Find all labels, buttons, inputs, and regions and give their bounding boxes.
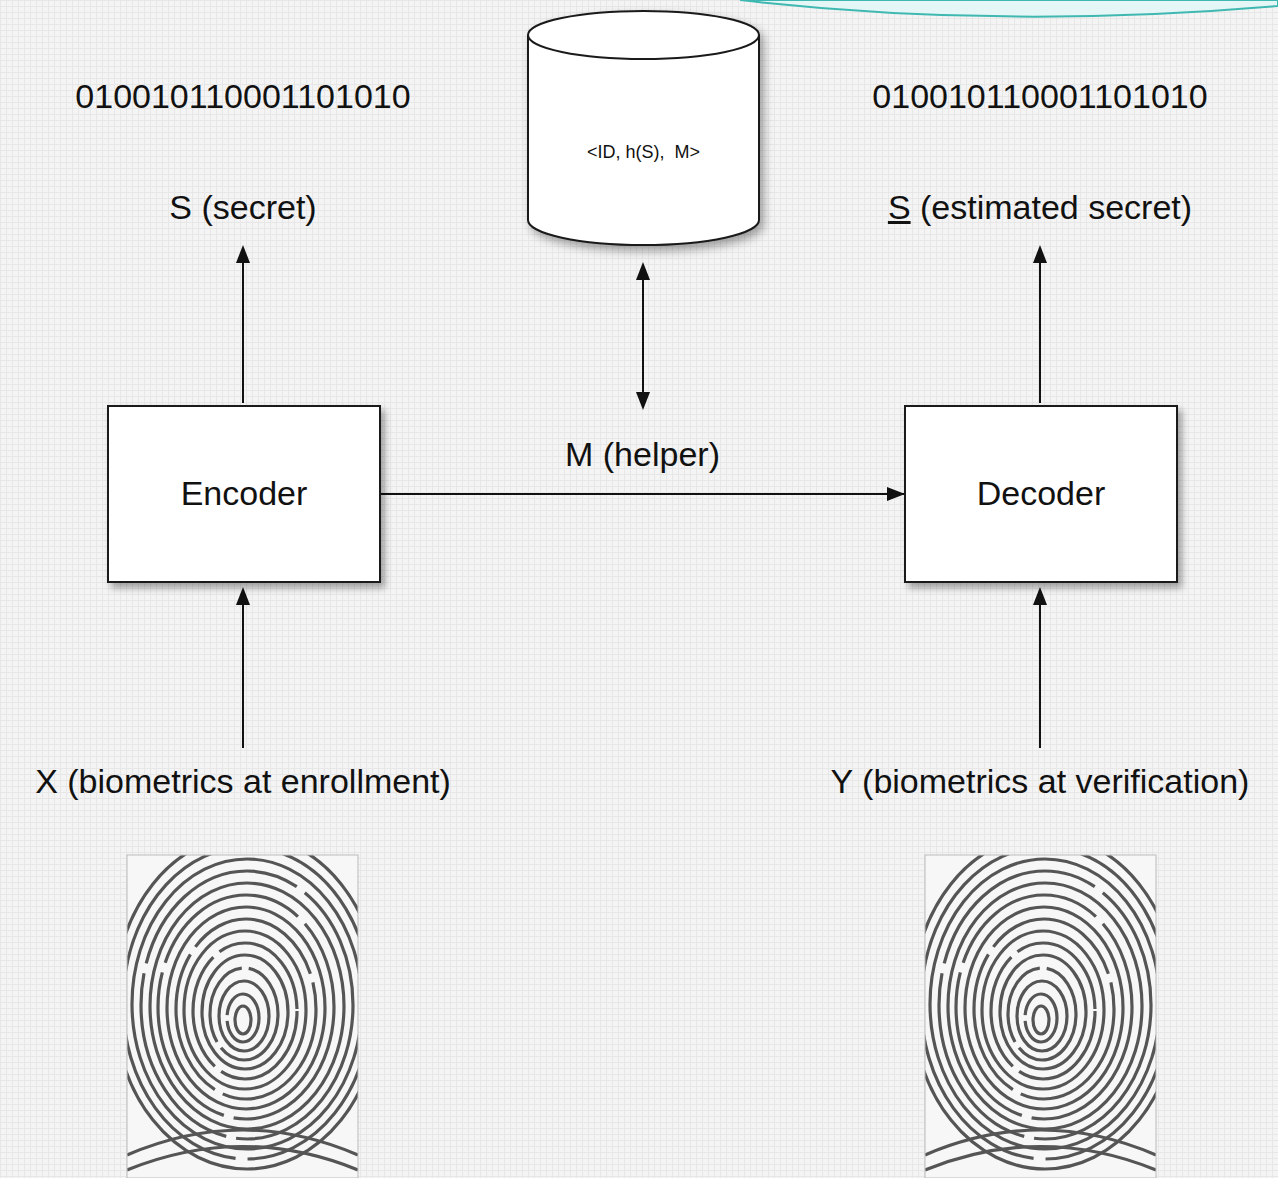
node-text: Encoder: [181, 474, 308, 513]
cylinder-outline: [527, 10, 760, 245]
edge-label: M (helper): [565, 435, 720, 474]
helper-arrow: [381, 493, 904, 495]
decoder-box: Decoder: [904, 405, 1178, 583]
slide-decoration: [740, 0, 1278, 17]
encoder-box: Encoder: [107, 405, 381, 583]
node-text: <ID, h(S), M>: [587, 142, 700, 163]
secret-label: S (secret): [169, 188, 316, 227]
secret-bits: 010010110001101010: [75, 77, 410, 116]
estimated-bits: 010010110001101010: [872, 77, 1207, 116]
node-text: Decoder: [977, 474, 1106, 513]
verification-label: Y (biometrics at verification): [831, 762, 1250, 801]
database-cylinder: <ID, h(S), M>: [527, 10, 760, 245]
estimated-secret-label: S (estimated secret): [888, 188, 1192, 227]
fingerprint-image: [912, 835, 1178, 1178]
enrollment-label: X (biometrics at enrollment): [35, 762, 451, 801]
fingerprint-image: [114, 835, 380, 1178]
